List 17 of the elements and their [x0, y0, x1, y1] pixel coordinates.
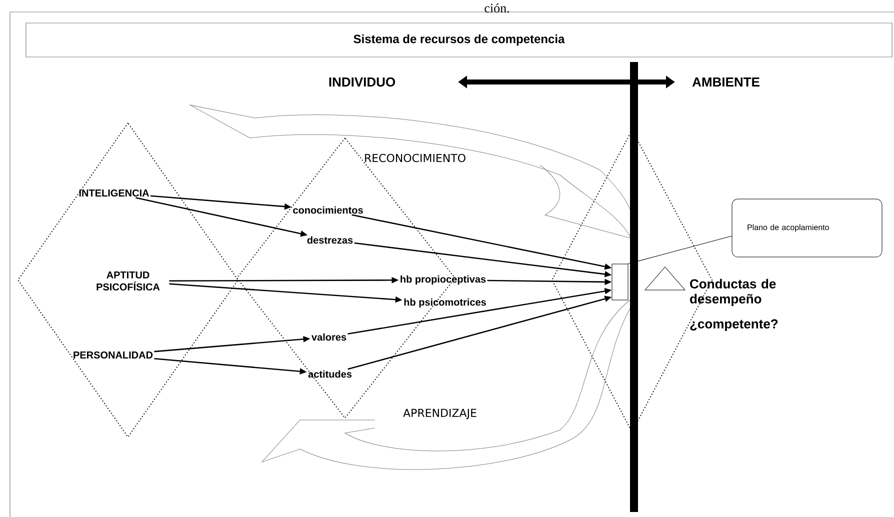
coupling-box — [612, 264, 628, 300]
resource-text: conocimientos — [293, 206, 363, 214]
factor-text: APTITUD PSICOFÍSICA — [96, 272, 160, 290]
callout-box: Plano de acoplamiento — [732, 198, 882, 258]
result-text: Conductas de desempeño ¿competente? — [690, 278, 778, 332]
resource-text: hb propioceptivas — [400, 275, 486, 285]
resource-text: actitudes — [308, 370, 352, 378]
resource-text: destrezas — [307, 236, 353, 244]
heading-text: INDIVIDUO — [329, 77, 396, 87]
resource-text: hb psicomotrices — [404, 298, 486, 308]
factor-text: INTELIGENCIA — [79, 189, 150, 197]
heading-text: AMBIENTE — [692, 78, 760, 86]
title-box: Sistema de recursos de competencia — [26, 22, 892, 58]
arrow-label: APRENDIZAJE — [403, 408, 476, 420]
arrow-label: RECONOCIMIENTO — [365, 154, 466, 162]
factor-text: PERSONALIDAD — [74, 351, 153, 359]
resource-text: valores — [312, 333, 346, 341]
